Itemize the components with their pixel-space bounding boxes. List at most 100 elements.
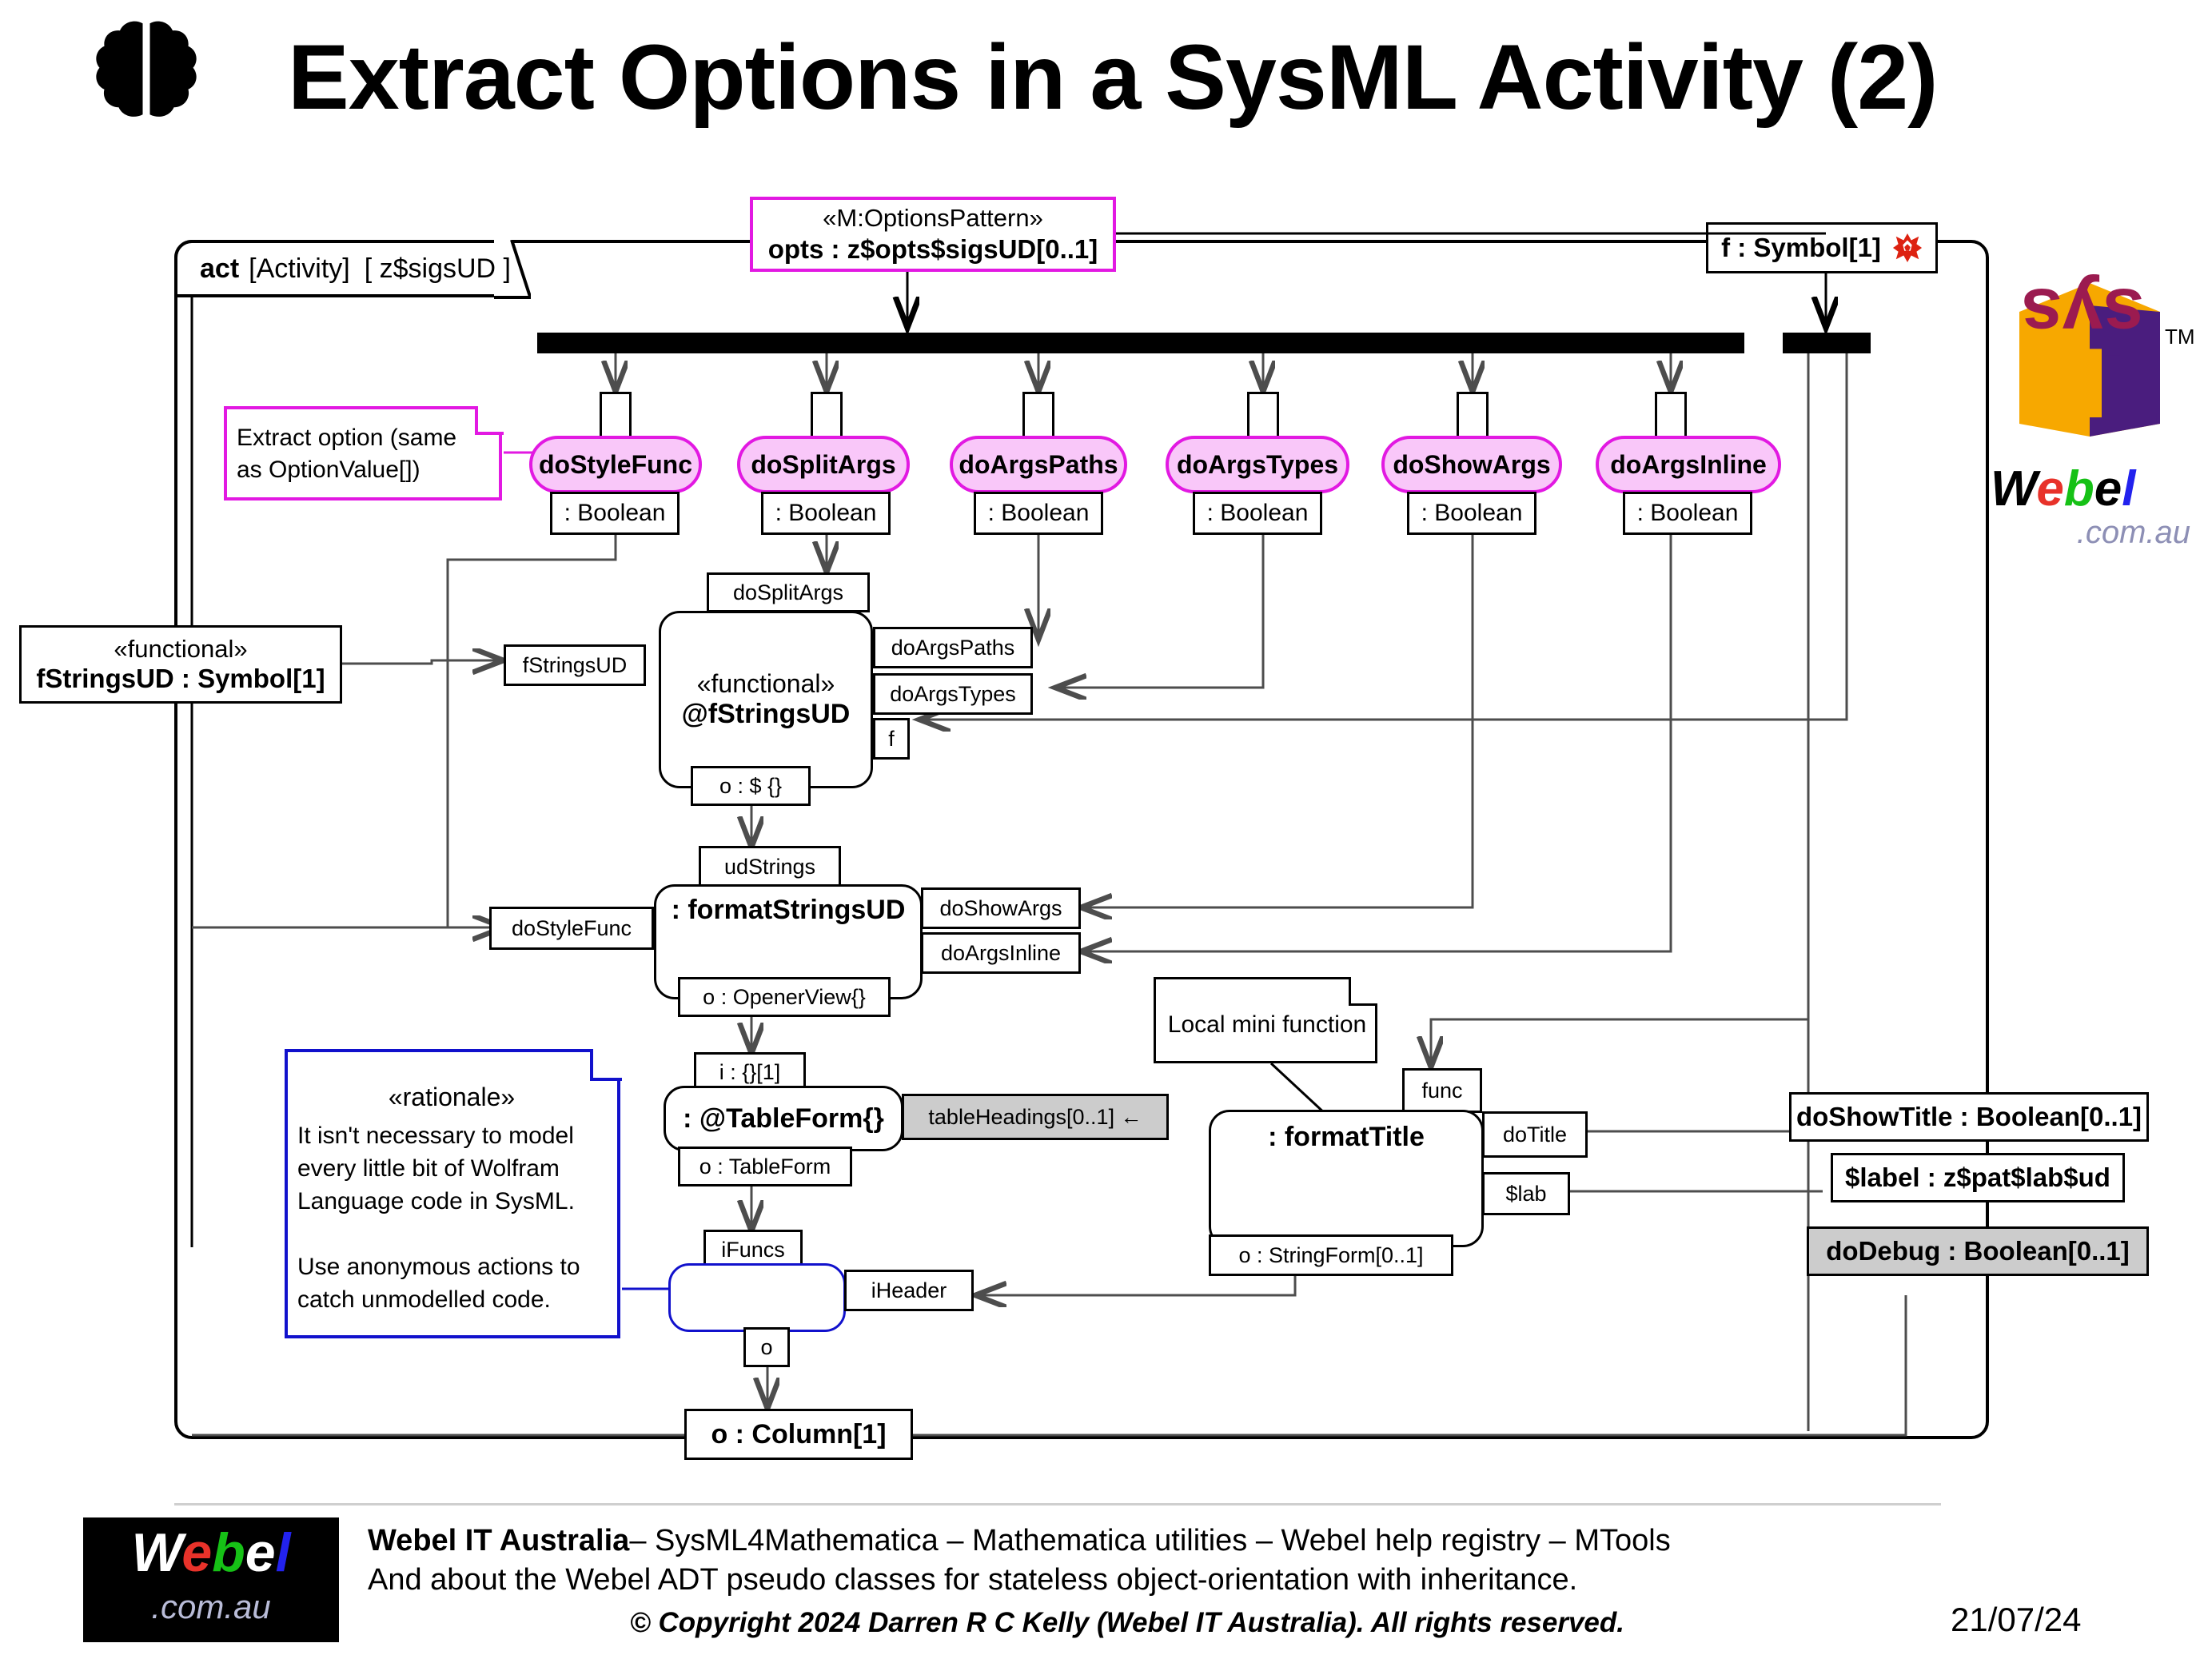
pin-i-in: i : {}[1] xyxy=(694,1052,806,1092)
pin-lab-in: $lab xyxy=(1482,1172,1570,1215)
webel-logo-e2: e xyxy=(245,1522,276,1583)
webel-logo-footer: Webel .com.au xyxy=(83,1517,339,1642)
svg-text:L: L xyxy=(2099,335,2160,445)
pin-doStyleFunc-in: doStyleFunc xyxy=(489,907,654,950)
webel-logo-w: W xyxy=(131,1522,182,1583)
option-node-doArgsTypes[interactable]: doArgsTypes xyxy=(1166,436,1349,493)
note-rationale-text: It isn't necessary to model every little… xyxy=(297,1123,580,1313)
option-type-doSplitArgs: : Boolean xyxy=(761,492,891,535)
TableForm-name: : @TableForm{} xyxy=(683,1103,884,1134)
options-pattern-node[interactable]: «M:OptionsPattern» opts : z$opts$sigsUD[… xyxy=(750,197,1116,272)
parameter-label[interactable]: $label : z$pat$lab$ud xyxy=(1831,1153,2125,1202)
webel-logo-b: b xyxy=(212,1522,245,1583)
functional-parameter-fStringsUD[interactable]: «functional» fStringsUD : Symbol[1] xyxy=(19,625,342,704)
note-local-fold-icon xyxy=(1349,977,1377,1006)
wolfram-spikey-icon xyxy=(1892,233,1922,263)
fStringsUD-name: fStringsUD : Symbol[1] xyxy=(36,664,325,693)
note-local-text: Local mini function xyxy=(1167,1011,1367,1038)
fStringsUD-stereotype: «functional» xyxy=(114,635,248,663)
webel-l: l xyxy=(2122,461,2136,516)
symbol-parameter-node[interactable]: f : Symbol[1] xyxy=(1706,222,1938,273)
parameter-doDebug[interactable]: doDebug : Boolean[0..1] xyxy=(1807,1226,2149,1276)
option-label-doSplitArgs: doSplitArgs xyxy=(751,449,896,479)
option-pin-doArgsTypes xyxy=(1247,392,1279,440)
sysml-logo: M L sys TM xyxy=(2019,273,2195,445)
action-formatTitle[interactable]: : formatTitle xyxy=(1209,1110,1484,1247)
option-node-doArgsPaths[interactable]: doArgsPaths xyxy=(950,436,1127,493)
symbol-parameter-label: f : Symbol[1] xyxy=(1721,233,1881,262)
option-node-doShowArgs[interactable]: doShowArgs xyxy=(1381,436,1562,493)
pin-fStringsUD-in: fStringsUD xyxy=(504,644,646,686)
note-rationale-fold-icon xyxy=(590,1049,622,1081)
footer-copyright: © Copyright 2024 Darren R C Kelly (Webel… xyxy=(629,1607,1624,1638)
webel-domain: .com.au xyxy=(2076,515,2190,550)
pin-func-in: func xyxy=(1402,1068,1482,1113)
footer-date: 21/07/24 xyxy=(1951,1601,2082,1638)
option-pin-doArgsPaths xyxy=(1022,392,1054,440)
option-node-doArgsInline[interactable]: doArgsInline xyxy=(1596,436,1781,493)
svg-text:TM: TM xyxy=(2165,325,2195,349)
webel-logo-domain: .com.au xyxy=(151,1588,271,1625)
frame-label-name: [ z$sigsUD ] xyxy=(364,253,511,284)
options-pattern-stereotype: «M:OptionsPattern» xyxy=(823,204,1043,232)
note-rationale-stereotype: «rationale» xyxy=(388,1082,516,1111)
option-pin-doSplitArgs xyxy=(811,392,843,440)
fork-node-secondary xyxy=(1783,333,1871,353)
note-rationale xyxy=(285,1049,620,1338)
frame-label-type: [Activity] xyxy=(249,253,350,284)
fStringsUD-action-stereotype: «functional» xyxy=(696,669,835,698)
webel-b: b xyxy=(2063,461,2094,516)
option-pin-doShowArgs xyxy=(1457,392,1489,440)
activity-frame-tab-notch xyxy=(494,240,531,299)
webel-e1: e xyxy=(2036,461,2064,516)
option-node-doSplitArgs[interactable]: doSplitArgs xyxy=(737,436,910,493)
pin-anon-out: o xyxy=(743,1327,790,1367)
fork-node-main xyxy=(537,333,1744,353)
webel-e2: e xyxy=(2094,461,2122,516)
webel-logo-l: l xyxy=(275,1522,291,1583)
pin-doSplitArgs-in: doSplitArgs xyxy=(707,572,870,612)
option-pin-doStyleFunc xyxy=(600,392,632,440)
option-type-doShowArgs: : Boolean xyxy=(1407,492,1536,535)
footer-divider xyxy=(174,1503,1941,1505)
footer-line-2: And about the Webel ADT pseudo classes f… xyxy=(368,1562,1578,1597)
activity-frame-label: act [Activity] [ z$sigsUD ] xyxy=(200,240,511,297)
formatStringsUD-name: : formatStringsUD xyxy=(671,895,906,925)
pin-stringform-out: o : StringForm[0..1] xyxy=(1209,1234,1453,1276)
pin-doArgsInline-in: doArgsInline xyxy=(921,932,1081,974)
option-pin-doArgsInline xyxy=(1655,392,1687,440)
pin-f-in: f xyxy=(873,718,910,760)
footer-brand: Webel IT Australia xyxy=(368,1523,630,1557)
pin-doArgsPaths-in: doArgsPaths xyxy=(873,627,1033,668)
option-label-doArgsTypes: doArgsTypes xyxy=(1176,449,1339,479)
option-label-doStyleFunc: doStyleFunc xyxy=(538,449,692,479)
option-label-doArgsInline: doArgsInline xyxy=(1610,449,1767,479)
footer-line-1: Webel IT Australia – SysML4Mathematica –… xyxy=(368,1521,1967,1561)
action-TableForm[interactable]: : @TableForm{} xyxy=(664,1086,903,1151)
fStringsUD-action-name: @fStringsUD xyxy=(681,699,851,729)
pin-openerview-out: o : OpenerView{} xyxy=(678,977,891,1017)
option-label-doShowArgs: doShowArgs xyxy=(1393,449,1551,479)
option-type-doArgsPaths: : Boolean xyxy=(974,492,1103,535)
action-anonymous[interactable] xyxy=(668,1263,846,1332)
pin-doShowArgs-in: doShowArgs xyxy=(921,887,1081,929)
svg-text:M: M xyxy=(2026,329,2108,439)
frame-label-kind: act xyxy=(200,253,240,284)
option-label-doArgsPaths: doArgsPaths xyxy=(959,449,1118,479)
page-title: Extract Options in a SysML Activity (2) xyxy=(288,26,1938,129)
formatTitle-name: : formatTitle xyxy=(1268,1122,1425,1152)
title-bar: Extract Options in a SysML Activity (2) xyxy=(0,0,2212,160)
svg-text:sys: sys xyxy=(2022,273,2145,355)
footer-products: – SysML4Mathematica – Mathematica utilit… xyxy=(629,1523,1671,1557)
pin-fStringsUD-out: o : $ {} xyxy=(691,766,811,806)
note-extract-option xyxy=(224,406,502,500)
action-fStringsUD[interactable]: «functional» @fStringsUD xyxy=(659,611,873,788)
parameter-doShowTitle[interactable]: doShowTitle : Boolean[0..1] xyxy=(1789,1092,2149,1142)
pin-doTitle-in: doTitle xyxy=(1482,1111,1588,1158)
output-node-column[interactable]: o : Column[1] xyxy=(684,1409,913,1460)
option-node-doStyleFunc[interactable]: doStyleFunc xyxy=(529,436,702,493)
note-local-mini-function xyxy=(1154,977,1377,1063)
option-type-doArgsTypes: : Boolean xyxy=(1193,492,1322,535)
note-extract-text: Extract option (same as OptionValue[]) xyxy=(237,425,457,483)
brain-icon xyxy=(96,21,197,117)
